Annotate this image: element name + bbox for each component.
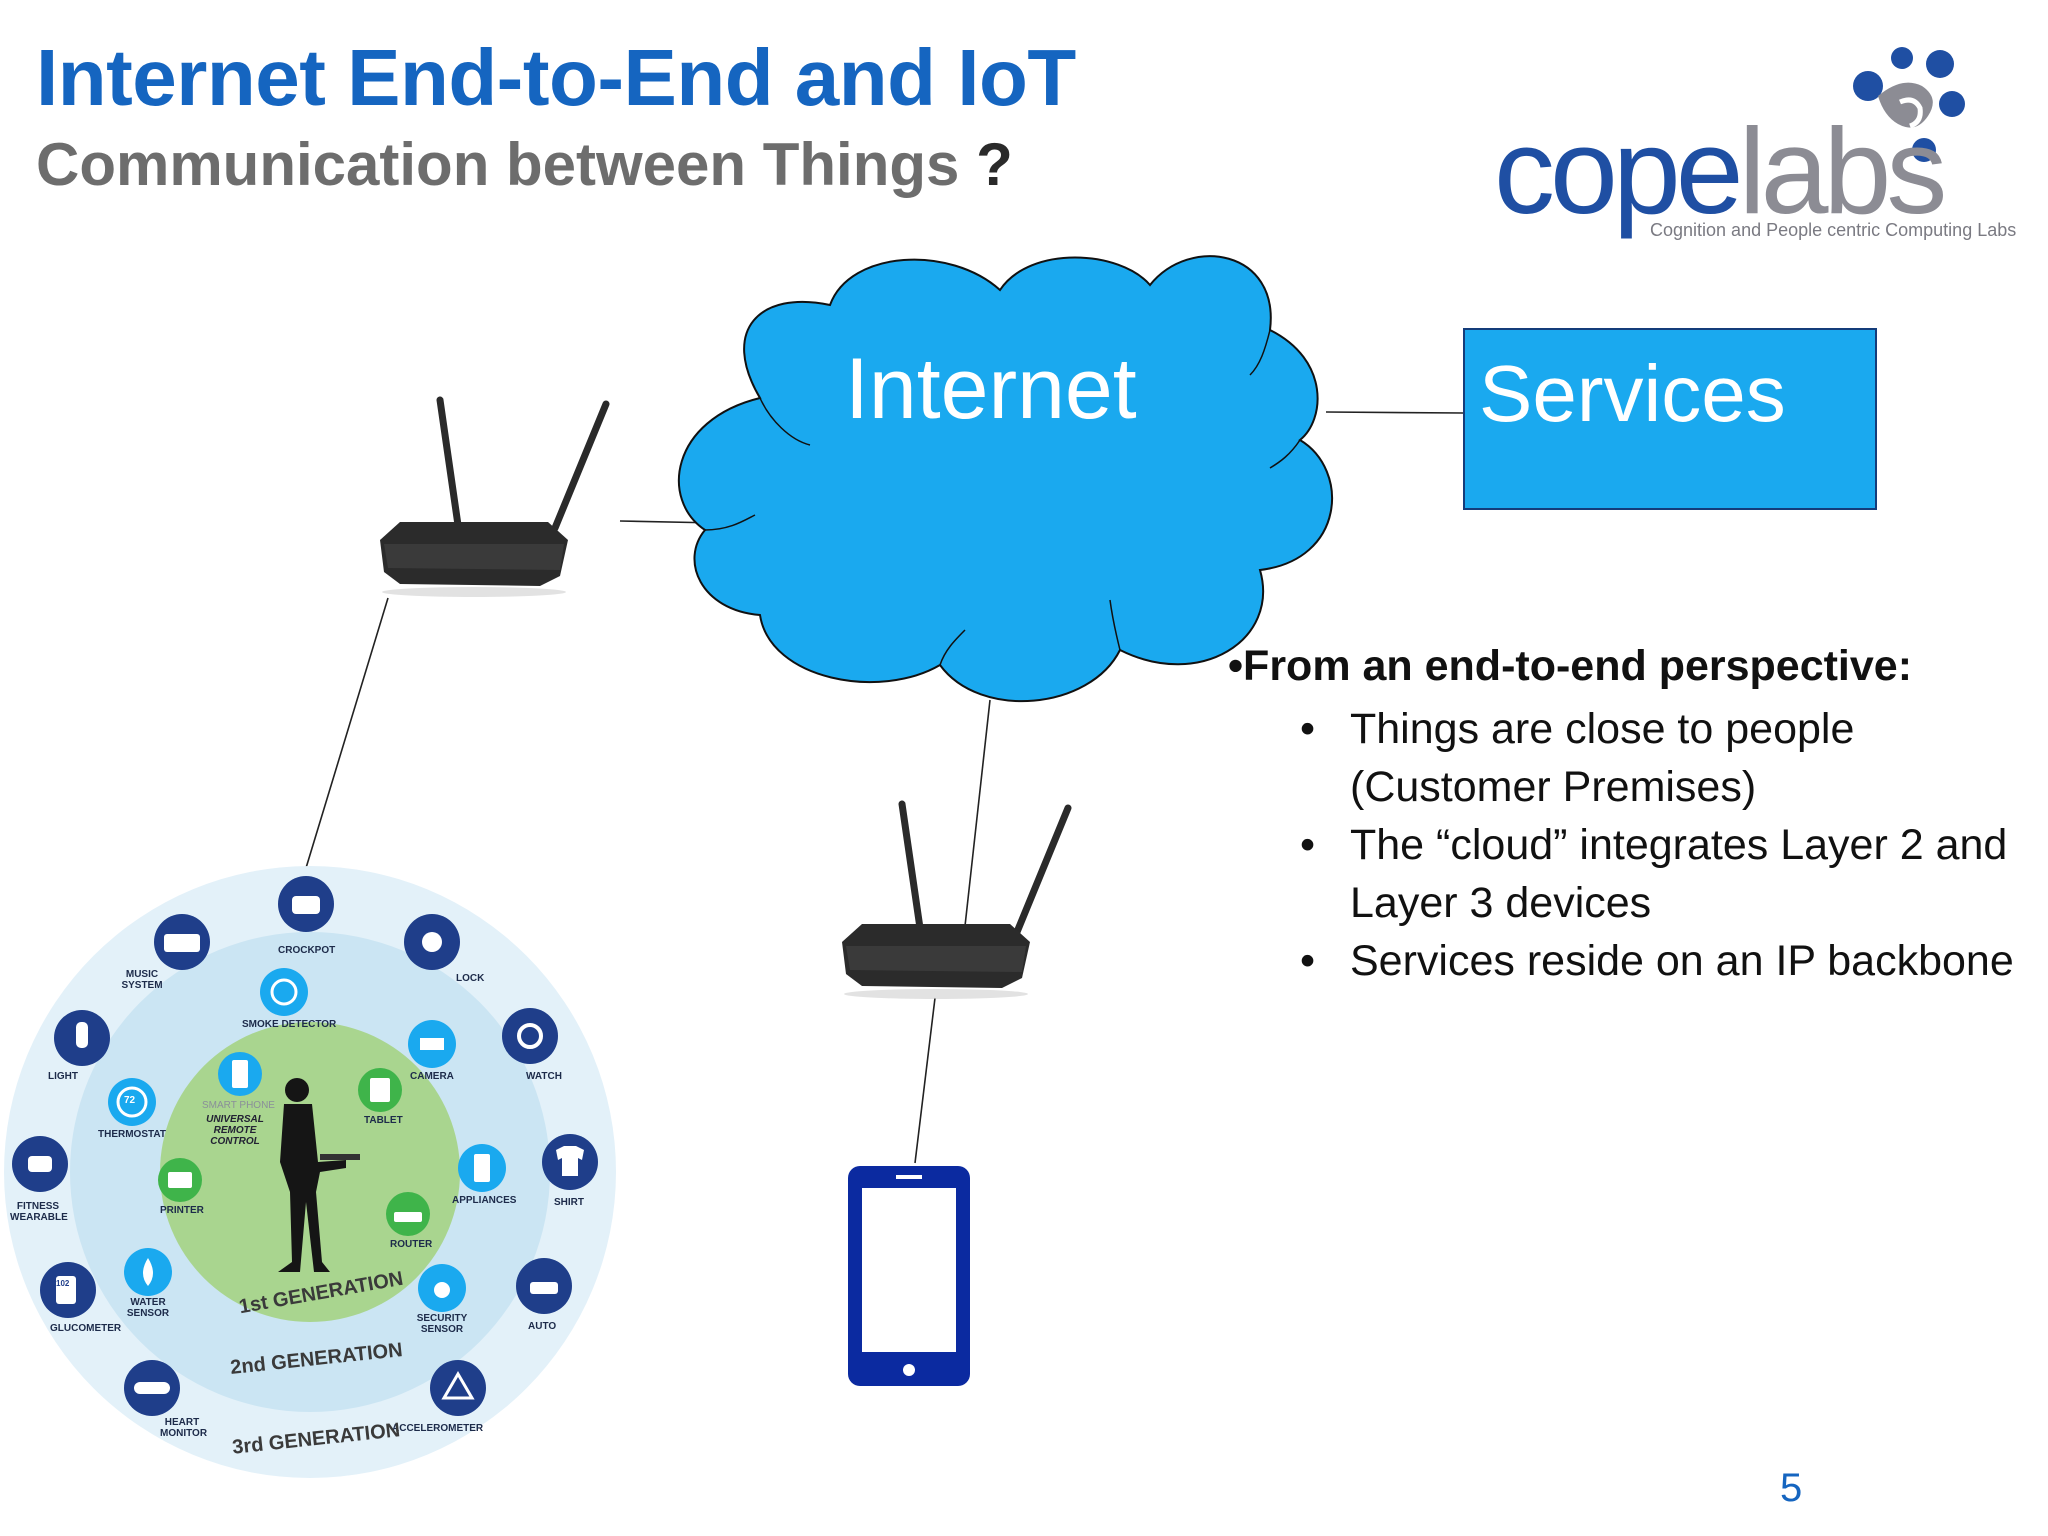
water-sensor-label: WATER SENSOR <box>126 1297 170 1319</box>
music-system-label: MUSIC SYSTEM <box>121 969 163 991</box>
page-subtitle: Communication between Things ? <box>36 130 1013 199</box>
iot-generations-wheel: CROCKPOT LOCK WATCH SHIRT AUTO ACCELEROM… <box>0 862 620 1482</box>
tablet-label: TABLET <box>364 1115 403 1126</box>
link-cloud-services <box>1325 411 1464 414</box>
smart-phone-label: SMART PHONE <box>202 1100 275 1111</box>
watch-label: WATCH <box>526 1071 562 1082</box>
subtitle-text: Communication between Things <box>36 131 960 198</box>
internet-cloud-shape <box>677 255 1333 703</box>
smartphone-icon <box>848 1166 970 1386</box>
logo-wordmark: copelabs <box>1494 110 1947 232</box>
smoke-detector-icon <box>260 968 308 1016</box>
link-cloud-router2 <box>964 699 991 927</box>
router-small-icon <box>386 1192 430 1236</box>
router-icon <box>842 800 1072 999</box>
copelabs-logo-icon <box>1853 47 1965 162</box>
appliances-label: APPLIANCES <box>452 1195 517 1206</box>
auto-label: AUTO <box>528 1321 557 1332</box>
lock-icon <box>404 914 460 970</box>
light-icon <box>54 1010 110 1066</box>
smartphone-small-icon <box>218 1052 262 1096</box>
fitness-wearable-label: FITNESS WEARABLE <box>10 1201 68 1223</box>
auto-icon <box>516 1258 572 1314</box>
crockpot-icon <box>278 876 334 932</box>
internet-cloud-label: Internet <box>845 341 1137 437</box>
glucometer-value: 102 <box>56 1279 70 1288</box>
link-router2-phone <box>914 997 936 1164</box>
lock-label: LOCK <box>456 973 485 984</box>
shirt-label: SHIRT <box>554 1197 584 1208</box>
services-box: Services <box>1463 328 1877 510</box>
accelerometer-icon <box>430 1360 486 1416</box>
glucometer-icon <box>40 1262 96 1318</box>
heart-monitor-icon <box>124 1360 180 1416</box>
printer-icon <box>158 1158 202 1202</box>
printer-label: PRINTER <box>160 1205 204 1216</box>
camera-icon <box>408 1020 456 1068</box>
watch-icon <box>502 1008 558 1064</box>
router-label: ROUTER <box>390 1239 433 1250</box>
person-silhouette-icon <box>278 1078 360 1272</box>
thermostat-icon <box>108 1078 156 1126</box>
smoke-detector-label: SMOKE DETECTOR <box>242 1019 337 1030</box>
services-label: Services <box>1479 349 1786 438</box>
logo-word-light: labs <box>1738 103 1948 239</box>
heart-monitor-label: HEART MONITOR <box>160 1417 208 1439</box>
glucometer-label: GLUCOMETER <box>50 1323 122 1334</box>
thermostat-label: THERMOSTAT <box>98 1129 166 1140</box>
thermostat-value: 72 <box>124 1095 136 1106</box>
security-sensor-label: SECURITY SENSOR <box>416 1313 468 1335</box>
logo-word-dark: cope <box>1494 103 1744 239</box>
bullet-item: The “cloud” integrates Layer 2 and Layer… <box>1300 816 2048 932</box>
camera-label: CAMERA <box>410 1071 454 1082</box>
accelerometer-label: ACCELEROMETER <box>392 1423 484 1434</box>
page-number: 5 <box>1780 1466 1803 1510</box>
tablet-icon <box>358 1068 402 1112</box>
bullet-item: Services reside on an IP backbone <box>1300 932 2048 990</box>
water-sensor-icon <box>124 1248 172 1296</box>
fitness-wearable-icon <box>12 1136 68 1192</box>
security-sensor-icon <box>418 1264 466 1312</box>
bullet-item: Things are close to people (Customer Pre… <box>1300 700 2048 816</box>
crockpot-label: CROCKPOT <box>278 945 336 956</box>
appliances-icon <box>458 1144 506 1192</box>
iot-wheel-rings <box>4 866 616 1478</box>
router-icon <box>380 396 610 597</box>
universal-remote-label: UNIVERSAL REMOTE CONTROL <box>206 1114 264 1147</box>
perspective-heading: •From an end-to-end perspective: <box>1228 642 1913 690</box>
page-title: Internet End-to-End and IoT <box>36 33 1076 122</box>
shirt-icon <box>542 1134 598 1190</box>
bullet-list: Things are close to people (Customer Pre… <box>1300 700 2048 990</box>
link-router1-things <box>305 597 389 869</box>
light-label: LIGHT <box>48 1071 78 1082</box>
logo-tagline: Cognition and People centric Computing L… <box>1650 220 2017 240</box>
music-system-icon <box>154 914 210 970</box>
subtitle-question-mark: ? <box>976 131 1013 198</box>
